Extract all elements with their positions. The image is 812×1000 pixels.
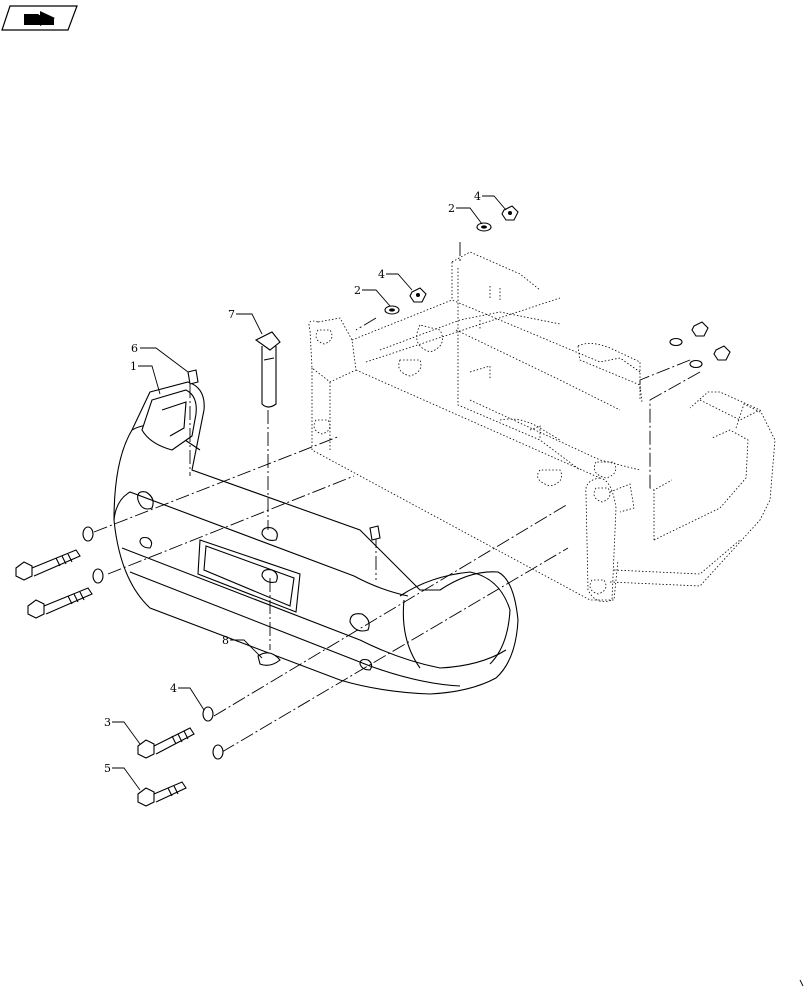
washer-right-2 [689, 359, 703, 369]
washer-4-lower [202, 706, 214, 722]
washer-top [476, 222, 492, 232]
lynch-clip [257, 652, 281, 666]
callout-1: 1 [130, 360, 137, 373]
washer-mid [384, 305, 400, 315]
return-arrow-icon[interactable] [1, 5, 78, 31]
callout-2-top: 2 [448, 202, 455, 215]
washer-left-upper [82, 526, 94, 542]
callout-8: 8 [222, 634, 229, 647]
flange-nut-mid [409, 287, 427, 303]
washer-5 [212, 744, 224, 760]
callout-3: 3 [104, 716, 111, 729]
callout-4-top: 4 [474, 190, 481, 203]
bolt-left-upper [15, 549, 81, 581]
hitch-pin [254, 331, 281, 408]
counterweight-bumper [113, 381, 519, 695]
bolt-3 [137, 727, 195, 759]
assembly-centerlines [93, 242, 701, 753]
callout-4-low: 4 [170, 682, 177, 695]
plug-6 [187, 369, 199, 385]
washer-right-1 [669, 337, 683, 347]
callout-7: 7 [228, 308, 235, 321]
flange-nut-right-1 [691, 321, 709, 337]
hardware [15, 205, 731, 807]
callout-4-mid: 4 [378, 268, 385, 281]
callout-6: 6 [131, 342, 138, 355]
washer-left-lower [92, 568, 104, 584]
bolt-left-lower [27, 587, 93, 619]
bolt-5 [137, 781, 187, 807]
callout-numbers: 4 2 4 2 7 6 1 8 4 3 5 [104, 190, 481, 775]
plug-2 [369, 525, 381, 541]
corner-mark [799, 979, 804, 987]
callout-2-mid: 2 [354, 284, 361, 297]
callout-5: 5 [104, 762, 111, 775]
callout-leaders [112, 195, 507, 791]
flange-nut-right-2 [713, 345, 731, 361]
